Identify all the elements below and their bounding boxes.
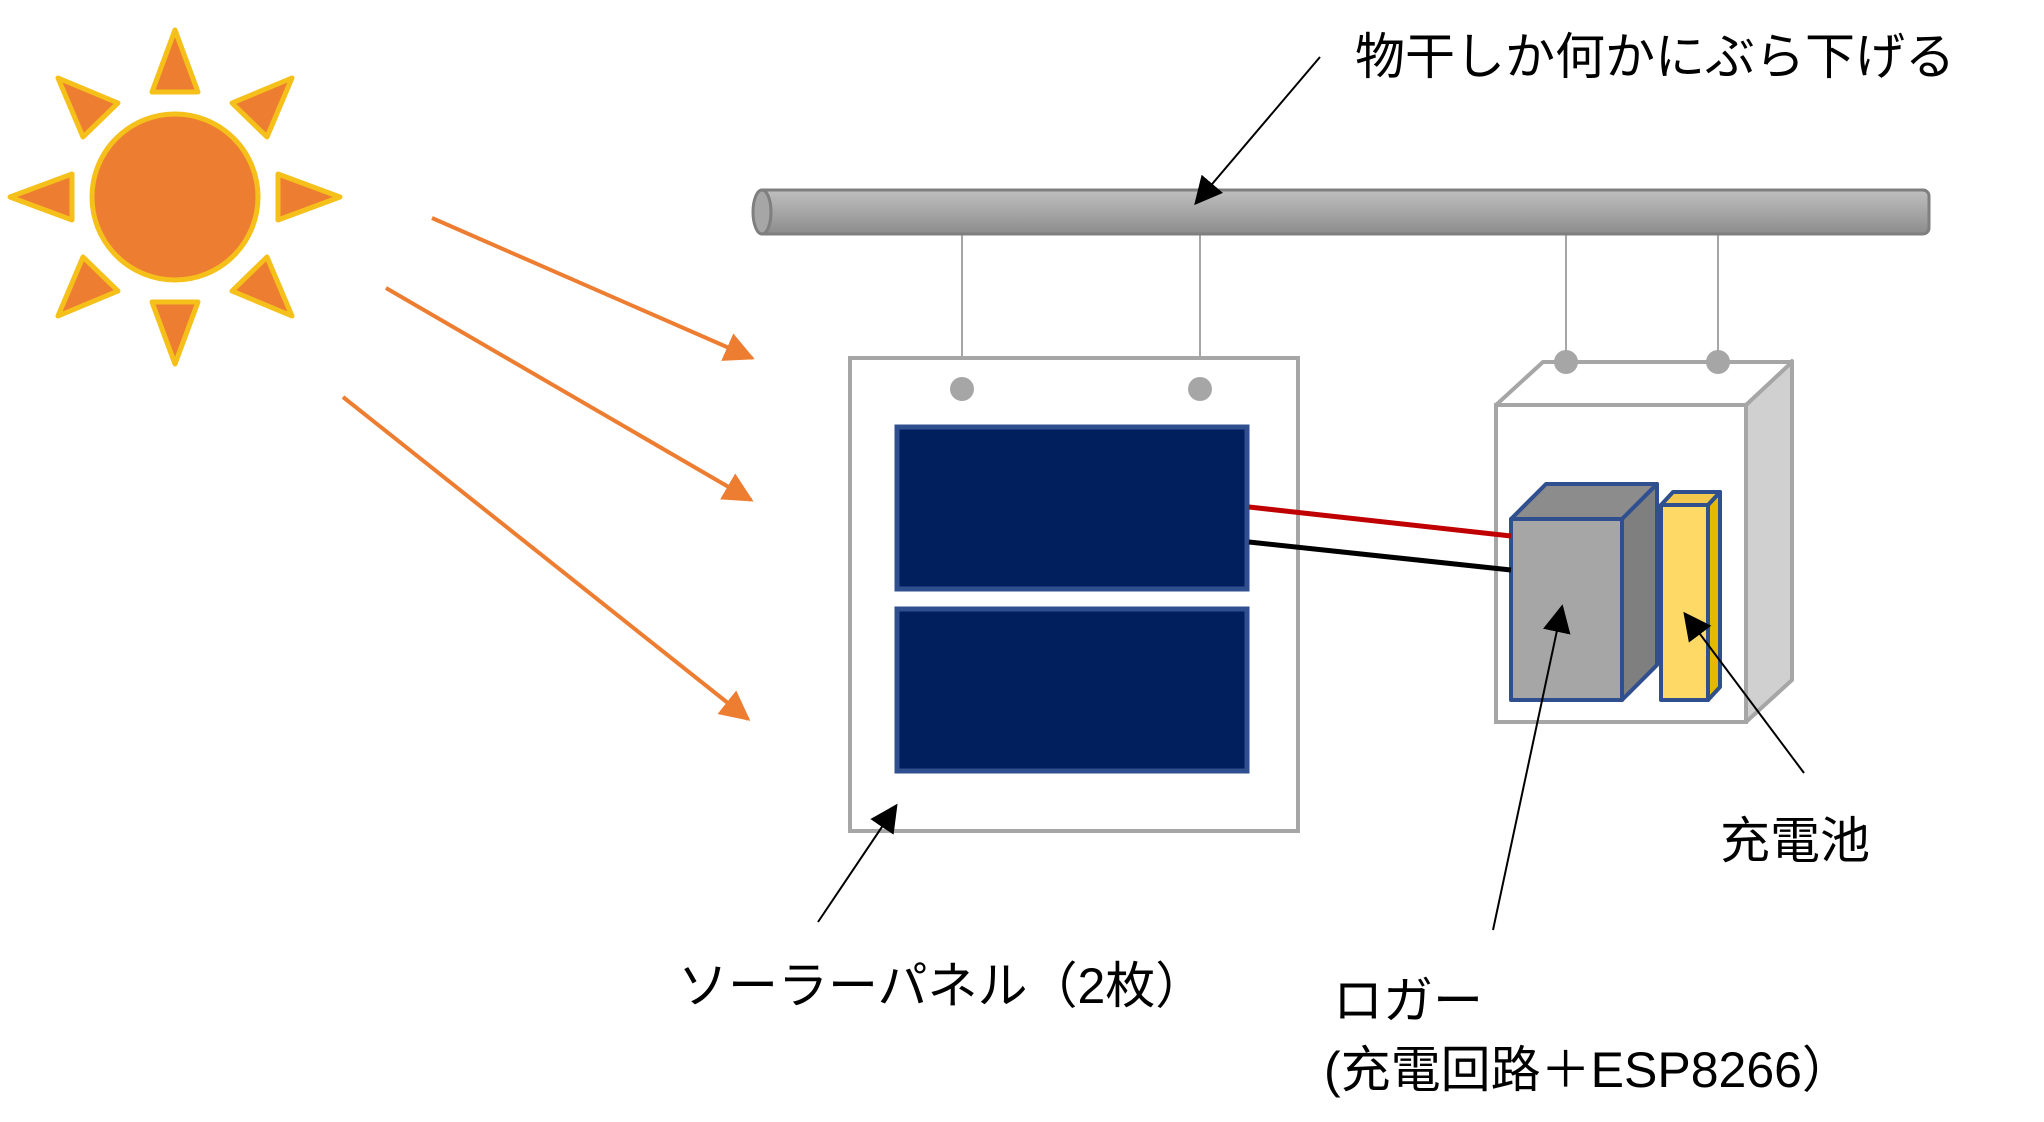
panel-callout-arrow — [817, 803, 898, 923]
battery-block — [1659, 490, 1722, 702]
ray-arrow — [384, 286, 754, 502]
wires — [1248, 504, 1512, 573]
solar-panel-label: ソーラーパネル（2枚） — [678, 958, 1206, 1014]
logger-label-line1: ロガー — [1333, 973, 1483, 1029]
wire-negative — [1248, 539, 1512, 573]
pole-label: 物干しか何かにぶら下げる — [1355, 29, 1955, 85]
sun-rays — [341, 216, 755, 721]
wire-positive — [1248, 504, 1512, 539]
sun-icon — [7, 27, 343, 367]
ray-arrow — [431, 216, 755, 361]
battery-callout-arrow — [1683, 611, 1805, 774]
ray-arrow — [341, 395, 751, 721]
drying-pole — [751, 188, 1931, 236]
solar-panel-board — [848, 356, 1300, 833]
pole-callout-arrow — [1194, 56, 1321, 206]
logger-callout-arrow — [1492, 604, 1571, 931]
solar-cell-top — [894, 424, 1250, 592]
solar-cell-bottom — [894, 606, 1250, 774]
logger-label-line2: (充電回路＋ESP8266） — [1324, 1042, 1852, 1098]
callout-arrows — [817, 56, 1805, 931]
battery-label: 充電池 — [1720, 813, 1870, 869]
logger-block — [1509, 482, 1659, 702]
